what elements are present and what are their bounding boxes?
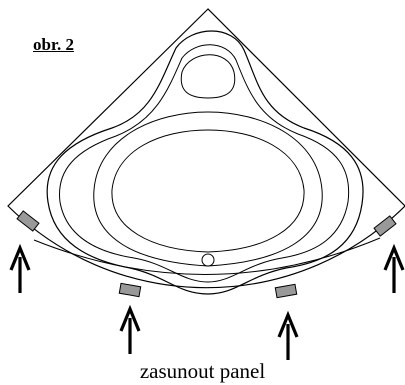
bathing-well-inner bbox=[111, 129, 305, 253]
up-arrow-icon bbox=[119, 304, 141, 354]
bathing-well-outer bbox=[93, 111, 323, 267]
panel-clip-icon bbox=[16, 210, 40, 232]
drain-icon bbox=[201, 253, 215, 267]
panel-clip-icon bbox=[274, 283, 298, 299]
panel-clip-icon bbox=[118, 282, 142, 298]
up-arrow-icon bbox=[9, 243, 31, 293]
tub-basin-inner bbox=[59, 44, 350, 283]
up-arrow-icon bbox=[277, 310, 299, 360]
panel-clip-icon bbox=[373, 215, 397, 237]
figure-label: obr. 2 bbox=[33, 35, 74, 54]
headrest bbox=[180, 54, 236, 99]
tub-basin-outer bbox=[46, 30, 364, 295]
up-arrow-icon bbox=[383, 243, 405, 293]
caption: zasunout panel bbox=[139, 359, 266, 383]
bathtub-outer-outline bbox=[7, 8, 405, 289]
panel-rim-arc bbox=[33, 237, 381, 275]
